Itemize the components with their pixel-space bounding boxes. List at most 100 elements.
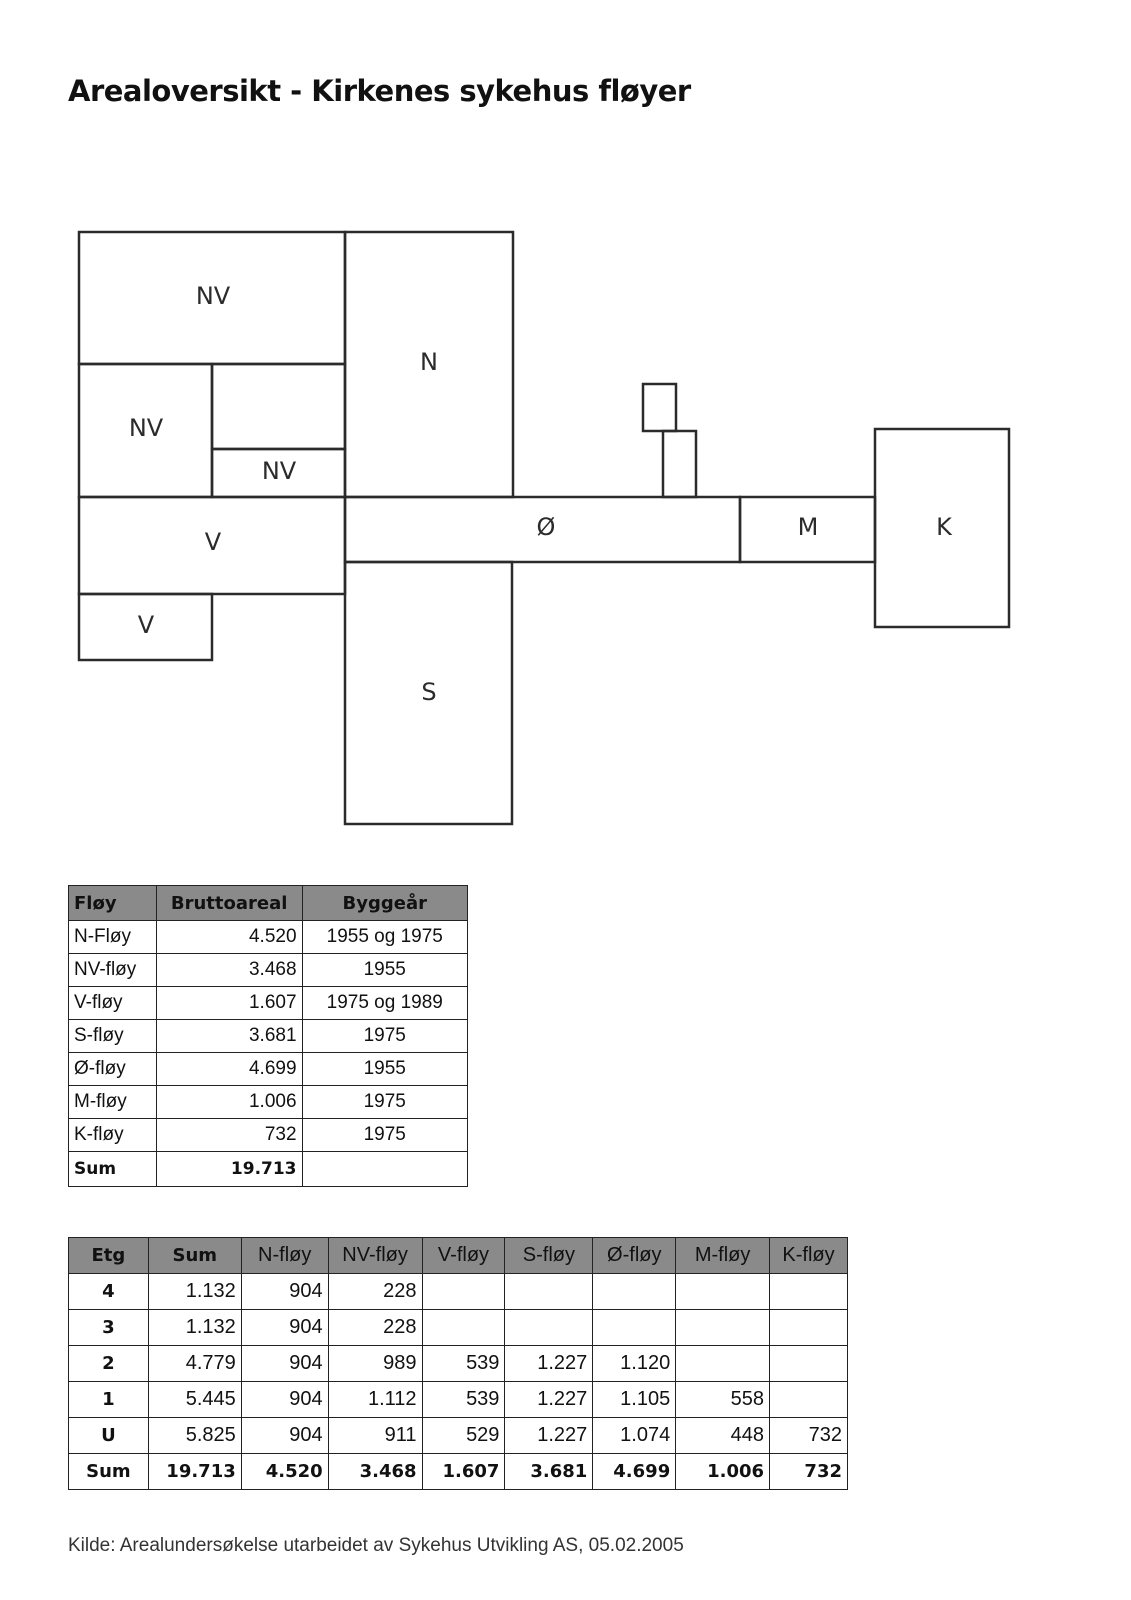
cell-etg: Sum [68, 1453, 149, 1490]
table-cell: 904 [240, 1309, 329, 1346]
cell-floy: M-fløy [68, 1085, 157, 1119]
cell-floy: NV-fløy [68, 953, 157, 987]
floor-plan-diagram: NV N NV NV V V Ø M K S [77, 230, 1011, 826]
table-cell [504, 1309, 594, 1346]
col-header-k-floy: K-fløy [769, 1237, 848, 1274]
table-cell [421, 1273, 506, 1310]
table-row: K-fløy 732 1975 [68, 1118, 469, 1152]
wing-nv-blank [210, 362, 347, 451]
table-cell: 4.779 [147, 1345, 242, 1382]
table-row: V-fløy 1.607 1975 og 1989 [68, 986, 469, 1020]
cell-floy: V-fløy [68, 986, 157, 1020]
col-header-s-floy: S-fløy [504, 1237, 594, 1274]
table-header-row: Fløy Bruttoareal Byggeår [68, 885, 469, 921]
table-cell: 4.699 [592, 1453, 677, 1490]
label-nv-small: NV [262, 457, 297, 485]
table-cell: 539 [421, 1345, 506, 1382]
cell-areal: 4.520 [155, 920, 303, 954]
cell-areal: 1.607 [155, 986, 303, 1020]
cell-etg: 1 [68, 1381, 149, 1418]
table-cell [421, 1309, 506, 1346]
cell-floy: K-fløy [68, 1118, 157, 1152]
table-cell: 989 [327, 1345, 423, 1382]
table-cell: 1.227 [504, 1381, 594, 1418]
label-o: Ø [537, 513, 556, 541]
col-header-o-floy: Ø-fløy [592, 1237, 677, 1274]
table-cell: 558 [675, 1381, 771, 1418]
table-row: NV-fløy 3.468 1955 [68, 953, 469, 987]
area-by-wing-table: Fløy Bruttoareal Byggeår N-Fløy 4.520 19… [68, 885, 469, 1187]
table-cell [769, 1381, 848, 1418]
table-cell: 1.607 [421, 1453, 506, 1490]
table-cell: 904 [240, 1417, 329, 1454]
table-cell [675, 1345, 771, 1382]
table-cell: 1.006 [675, 1453, 771, 1490]
table-cell: 4.520 [240, 1453, 329, 1490]
cell-year: 1955 [301, 1052, 469, 1086]
cell-year: 1975 [301, 1085, 469, 1119]
cell-areal: 3.468 [155, 953, 303, 987]
cell-etg: 4 [68, 1273, 149, 1310]
cell-floy: N-Fløy [68, 920, 157, 954]
tower-top [641, 382, 678, 433]
table-cell: 1.132 [147, 1309, 242, 1346]
col-header-n-floy: N-fløy [240, 1237, 329, 1274]
tower-base [661, 429, 698, 499]
label-v-main: V [205, 528, 222, 556]
cell-etg: 3 [68, 1309, 149, 1346]
table-cell: 1.227 [504, 1345, 594, 1382]
table-cell [769, 1345, 848, 1382]
table-row: Ø-fløy 4.699 1955 [68, 1052, 469, 1086]
table-row: M-fløy 1.006 1975 [68, 1085, 469, 1119]
table-cell: 732 [769, 1453, 848, 1490]
area-by-floor-table: Etg Sum N-fløy NV-fløy V-fløy S-fløy Ø-f… [68, 1237, 848, 1490]
cell-etg: 2 [68, 1345, 149, 1382]
col-header-etg: Etg [68, 1237, 149, 1274]
table-cell: 539 [421, 1381, 506, 1418]
table-cell: 3.681 [504, 1453, 594, 1490]
table-cell [769, 1273, 848, 1310]
table-cell: 228 [327, 1273, 423, 1310]
col-header-bruttoareal: Bruttoareal [155, 885, 303, 921]
table-cell [675, 1309, 771, 1346]
col-header-m-floy: M-fløy [675, 1237, 771, 1274]
table-cell: 228 [327, 1309, 423, 1346]
cell-year: 1955 [301, 953, 469, 987]
wing-s [343, 560, 514, 826]
table-cell: 904 [240, 1273, 329, 1310]
label-v-small: V [138, 611, 155, 639]
table-cell [504, 1273, 594, 1310]
cell-sum-year [301, 1151, 469, 1187]
table-header-row: Etg Sum N-fløy NV-fløy V-fløy S-fløy Ø-f… [68, 1237, 848, 1274]
table-cell: 5.445 [147, 1381, 242, 1418]
cell-areal: 3.681 [155, 1019, 303, 1053]
page-title: Arealoversikt - Kirkenes sykehus fløyer [68, 74, 691, 108]
cell-floy: S-fløy [68, 1019, 157, 1053]
table-cell: 732 [769, 1417, 848, 1454]
col-header-v-floy: V-fløy [421, 1237, 506, 1274]
wing-k [873, 427, 1011, 629]
cell-sum-areal: 19.713 [155, 1151, 303, 1187]
label-n: N [420, 348, 438, 376]
cell-year: 1975 [301, 1019, 469, 1053]
cell-year: 1975 og 1989 [301, 986, 469, 1020]
table-cell: 1.074 [592, 1417, 677, 1454]
cell-areal: 1.006 [155, 1085, 303, 1119]
cell-sum-label: Sum [68, 1151, 157, 1187]
table-cell: 1.132 [147, 1273, 242, 1310]
cell-areal: 4.699 [155, 1052, 303, 1086]
table-cell: 3.468 [327, 1453, 423, 1490]
table-cell [769, 1309, 848, 1346]
label-k: K [936, 513, 953, 541]
table-cell [592, 1273, 677, 1310]
table-cell: 904 [240, 1345, 329, 1382]
table-cell [592, 1309, 677, 1346]
table-cell: 1.105 [592, 1381, 677, 1418]
label-nv-mid: NV [129, 414, 164, 442]
col-header-byggear: Byggeår [301, 885, 469, 921]
label-nv-top: NV [196, 282, 231, 310]
